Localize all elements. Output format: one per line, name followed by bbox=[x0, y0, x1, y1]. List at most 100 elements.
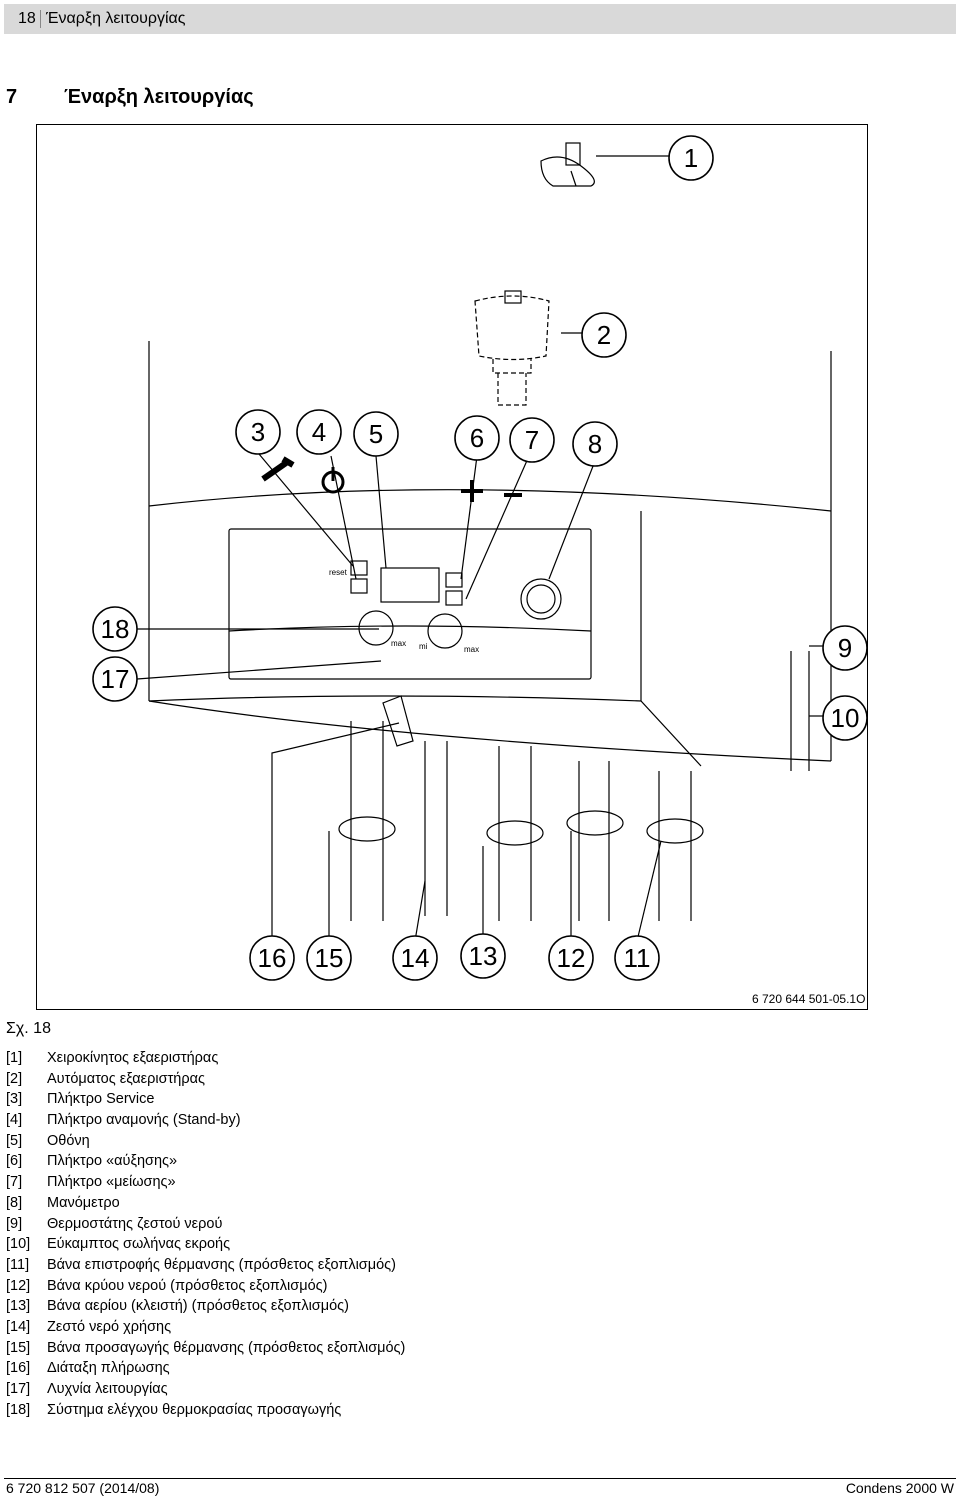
callout-label: 18 bbox=[101, 614, 130, 644]
callout-label: 15 bbox=[315, 943, 344, 973]
legend-text: Βάνα κρύου νερού (πρόσθετος εξοπλισμός) bbox=[47, 1277, 328, 1294]
pipes-drawing bbox=[338, 651, 810, 921]
legend-text: Βάνα αερίου (κλειστή) (πρόσθετος εξοπλισ… bbox=[47, 1298, 349, 1315]
callout-label: 8 bbox=[588, 429, 602, 459]
legend-item: [11] Βάνα επιστροφής θέρμανσης (πρόσθετος… bbox=[6, 1257, 906, 1278]
max-label-1: max bbox=[391, 639, 406, 648]
boiler-body-drawing bbox=[148, 341, 832, 767]
callout-4: 4 bbox=[296, 409, 342, 455]
legend-text: Πλήκτρο «αύξησης» bbox=[47, 1153, 178, 1170]
legend-number: [4] bbox=[6, 1112, 23, 1129]
legend-number: [11] bbox=[6, 1256, 30, 1273]
legend-number: [9] bbox=[6, 1215, 23, 1232]
legend-item: [16] Διάταξη πλήρωσης bbox=[6, 1360, 906, 1381]
legend-item: [18] Σύστημα ελέγχου θερμοκρασίας προσαγω… bbox=[6, 1402, 906, 1423]
legend-item: [12] Βάνα κρύου νερού (πρόσθετος εξοπλισμ… bbox=[6, 1278, 906, 1299]
legend-item: [1] Χειροκίνητος εξαεριστήρας bbox=[6, 1050, 906, 1071]
legend-item: [3] Πλήκτρο Service bbox=[6, 1091, 906, 1112]
max-label-2: max bbox=[464, 645, 479, 654]
section-number: 7 bbox=[6, 86, 18, 108]
legend-number: [16] bbox=[6, 1360, 31, 1377]
callout-10: 10 bbox=[822, 695, 867, 741]
legend-text: Πλήκτρο Service bbox=[47, 1091, 155, 1108]
callout-14: 14 bbox=[392, 935, 438, 981]
callout-label: 9 bbox=[838, 633, 852, 663]
callout-18: 18 bbox=[92, 606, 138, 652]
legend-text: Βάνα προσαγωγής θέρμανσης (πρόσθετος εξο… bbox=[47, 1339, 406, 1356]
callout-3: 3 bbox=[235, 409, 281, 455]
callout-label: 4 bbox=[312, 417, 326, 447]
footer-divider bbox=[4, 1478, 956, 1479]
min-label: mi bbox=[419, 642, 428, 651]
callout-5: 5 bbox=[353, 411, 399, 457]
manual-vent-drawing bbox=[540, 142, 595, 187]
callout-15: 15 bbox=[306, 935, 352, 981]
callout-label: 3 bbox=[251, 417, 265, 447]
legend-text: Χειροκίνητος εξαεριστήρας bbox=[47, 1050, 219, 1066]
legend-number: [6] bbox=[6, 1153, 23, 1170]
legend-text: Ζεστό νερό χρήσης bbox=[47, 1318, 172, 1335]
callout-label: 5 bbox=[369, 419, 383, 449]
legend-item: [2] Αυτόματος εξαεριστήρας bbox=[6, 1071, 906, 1092]
legend-number: [18] bbox=[6, 1401, 31, 1418]
callout-16: 16 bbox=[249, 935, 295, 981]
callout-label: 11 bbox=[624, 943, 651, 973]
figure-code: 6 720 644 501-05.1O bbox=[752, 992, 866, 1006]
boiler-drawing: 1 2 3 4 5 6 7 8 9 10 11 12 13 14 15 16 1… bbox=[92, 135, 867, 981]
legend-text: Σύστημα ελέγχου θερμοκρασίας προσαγωγής bbox=[47, 1401, 342, 1418]
legend-number: [8] bbox=[6, 1194, 23, 1211]
callout-label: 10 bbox=[831, 703, 860, 733]
plus-icon bbox=[461, 480, 483, 502]
legend-item: [7] Πλήκτρο «μείωσης» bbox=[6, 1174, 906, 1195]
legend-number: [15] bbox=[6, 1339, 31, 1356]
callout-label: 17 bbox=[101, 664, 130, 694]
legend-number: [7] bbox=[6, 1174, 23, 1191]
page-number: 18 bbox=[18, 10, 36, 27]
callout-7: 7 bbox=[509, 417, 555, 463]
legend-number: [5] bbox=[6, 1132, 23, 1149]
callout-label: 14 bbox=[401, 943, 430, 973]
wrench-icon bbox=[261, 456, 295, 482]
legend-number: [17] bbox=[6, 1381, 31, 1397]
legend-item: [17] Λυχνία λειτουργίας bbox=[6, 1381, 906, 1402]
legend-item: [15] Βάνα προσαγωγής θέρμανσης (πρόσθετος… bbox=[6, 1340, 906, 1361]
section-title: Έναρξη λειτουργίας bbox=[64, 86, 254, 108]
legend-text: Πλήκτρο «μείωσης» bbox=[47, 1174, 176, 1191]
legend-number: [10] bbox=[6, 1236, 31, 1253]
legend-item: [5]Οθόνη bbox=[6, 1133, 906, 1154]
figure-legend: [1] Χειροκίνητος εξαεριστήρας [2] Αυτόματο… bbox=[6, 1050, 906, 1422]
page-header: 18 Έναρξη λειτουργίας bbox=[4, 4, 956, 34]
callout-6: 6 bbox=[454, 415, 500, 461]
callout-11: 11 bbox=[614, 935, 660, 981]
footer-product-name: Condens 2000 W bbox=[845, 1480, 954, 1496]
auto-vent-drawing bbox=[474, 290, 550, 406]
legend-text: Διάταξη πλήρωσης bbox=[47, 1360, 170, 1377]
callout-8: 8 bbox=[572, 421, 618, 467]
leader-lines bbox=[136, 155, 823, 942]
header-title: Έναρξη λειτουργίας bbox=[46, 10, 186, 27]
callout-12: 12 bbox=[548, 935, 594, 981]
callout-label: 2 bbox=[597, 320, 611, 350]
legend-item: [8] Μανόμετρο bbox=[6, 1195, 906, 1216]
callout-label: 12 bbox=[557, 943, 586, 973]
header-divider bbox=[40, 10, 41, 28]
legend-text: Πλήκτρο αναμονής (Stand-by) bbox=[47, 1112, 241, 1129]
callout-label: 13 bbox=[469, 941, 498, 971]
legend-item: [6] Πλήκτρο «αύξησης» bbox=[6, 1153, 906, 1174]
legend-text: Λυχνία λειτουργίας bbox=[47, 1381, 168, 1397]
legend-item: [9]Θερμοστάτης ζεστού νερού bbox=[6, 1216, 906, 1237]
legend-text: Εύκαμπτος σωλήνας εκροής bbox=[47, 1236, 231, 1253]
legend-number: [3] bbox=[6, 1091, 23, 1108]
footer-doc-number: 6 720 812 507 (2014/08) bbox=[6, 1480, 160, 1496]
callout-13: 13 bbox=[460, 933, 506, 979]
legend-text: Αυτόματος εξαεριστήρας bbox=[47, 1070, 205, 1087]
legend-number: [13] bbox=[6, 1298, 31, 1315]
legend-number: [12] bbox=[6, 1277, 31, 1294]
legend-number: [2] bbox=[6, 1070, 23, 1087]
callout-label: 16 bbox=[258, 943, 287, 973]
legend-number: [1] bbox=[6, 1050, 23, 1066]
callout-label: 1 bbox=[684, 143, 698, 173]
callout-label: 6 bbox=[470, 423, 484, 453]
legend-text: Μανόμετρο bbox=[47, 1194, 120, 1211]
legend-text: Βάνα επιστροφής θέρμανσης (πρόσθετος εξο… bbox=[47, 1256, 396, 1273]
